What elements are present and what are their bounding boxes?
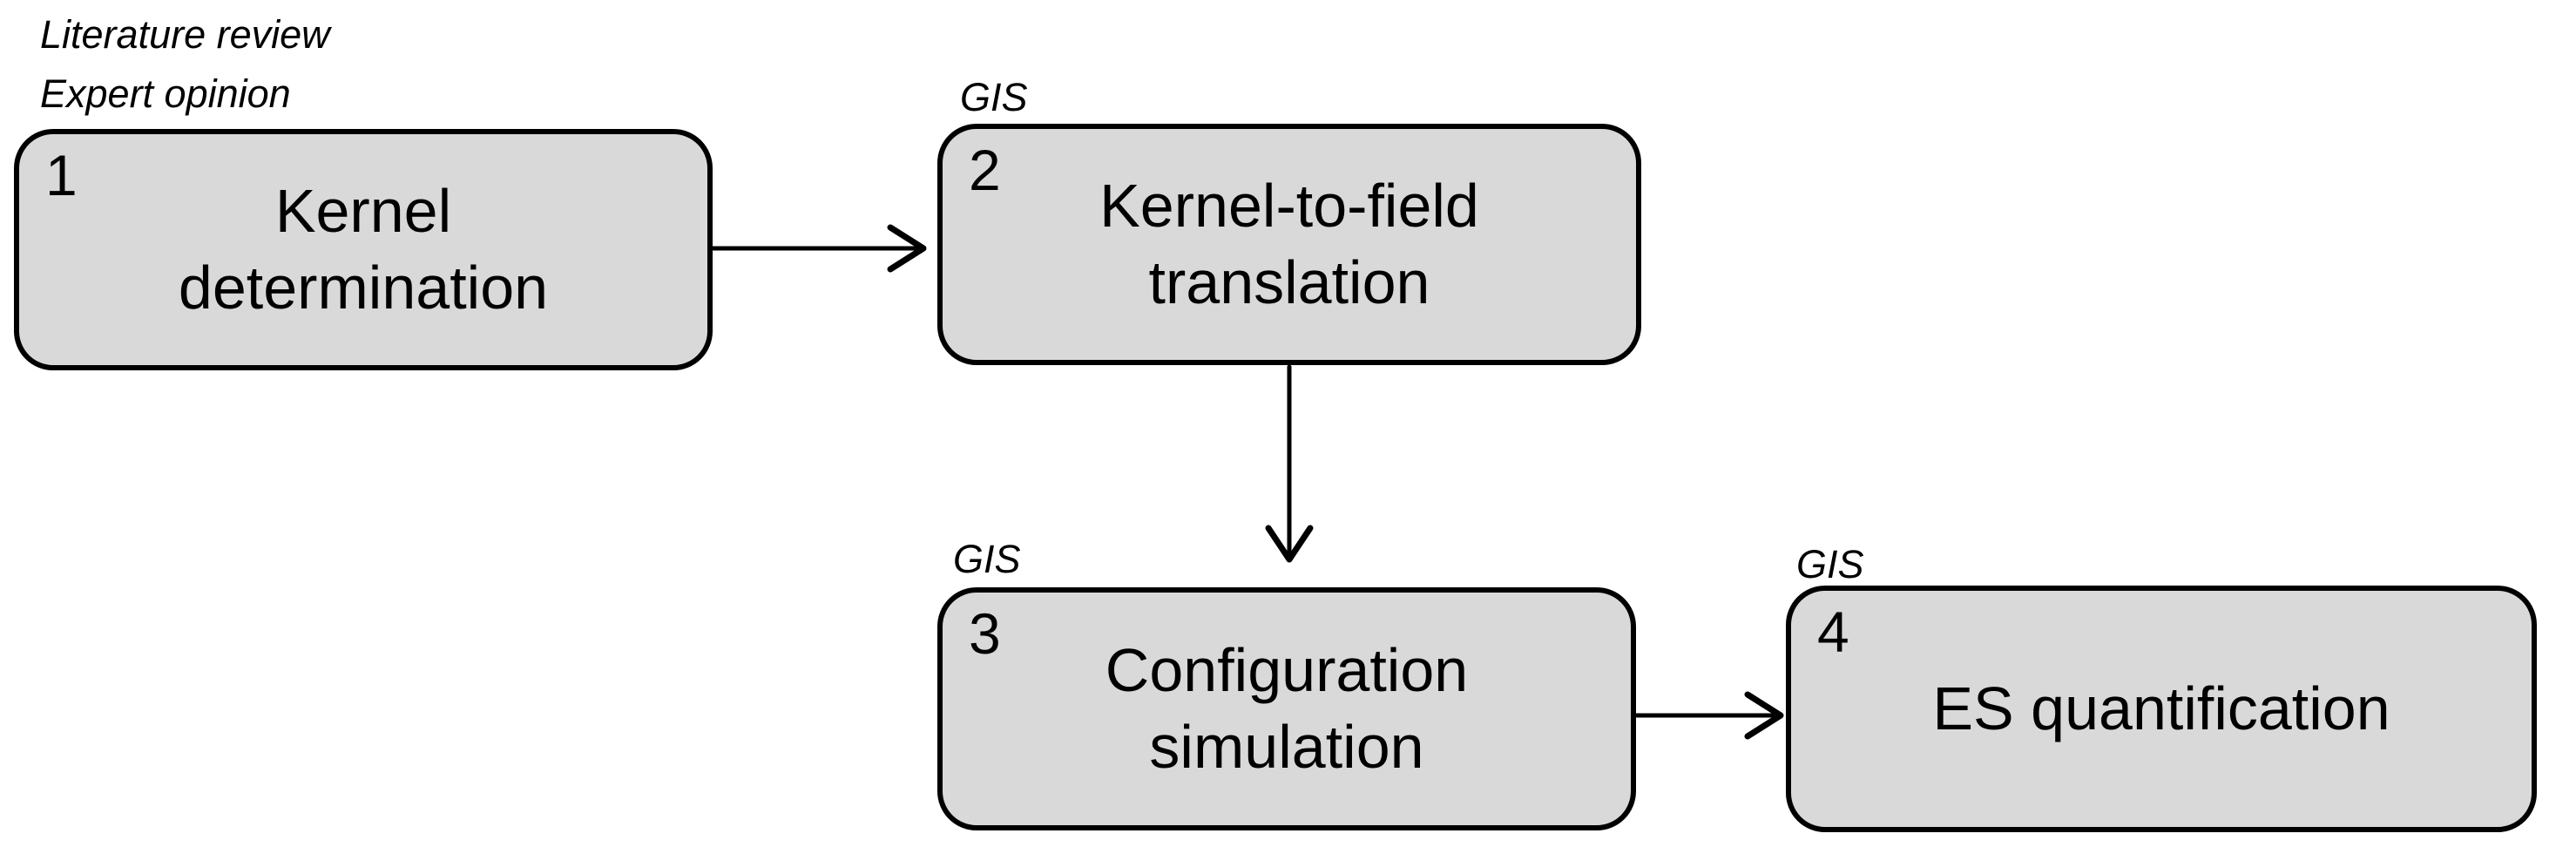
annotation-line: Literature review (40, 12, 330, 57)
step-number: 1 (45, 143, 78, 207)
step-box-configuration-simulation: 3 Configuration simulation (937, 587, 1636, 830)
step-label-line: Configuration (1105, 636, 1469, 704)
step-label-line: Kernel-to-field (1099, 172, 1479, 240)
annotation-step1-sources: Literature review Expert opinion (40, 5, 330, 123)
step-label-line: simulation (1149, 712, 1424, 781)
annotation-step2-tool: GIS (960, 75, 1028, 119)
arrow-step1-to-step2 (710, 224, 927, 273)
step-label-line: Kernel (274, 177, 452, 245)
step-label-line: ES quantification (1932, 674, 2390, 742)
step-number: 3 (969, 601, 1001, 666)
arrow-step3-to-step4 (1634, 691, 1784, 740)
step-box-kernel-determination: 1 Kernel determination (14, 129, 713, 370)
arrow-step2-to-step3 (1265, 364, 1314, 563)
annotation-step4-tool: GIS (1796, 542, 1864, 586)
step-box-kernel-to-field-translation: 2 Kernel-to-field translation (937, 124, 1641, 365)
step-label-line: translation (1148, 247, 1430, 316)
step-number: 2 (969, 138, 1001, 202)
annotation-step3-tool: GIS (953, 537, 1021, 581)
annotation-line: Expert opinion (40, 71, 291, 116)
step-label: ES quantification (1932, 671, 2390, 748)
step-number: 4 (1817, 600, 1849, 664)
step-label: Kernel-to-field translation (1099, 168, 1479, 321)
step-label-line: determination (178, 253, 549, 322)
step-label: Configuration simulation (1105, 633, 1468, 785)
step-box-es-quantification: 4 ES quantification (1786, 586, 2537, 832)
step-label: Kernel determination (179, 173, 548, 326)
